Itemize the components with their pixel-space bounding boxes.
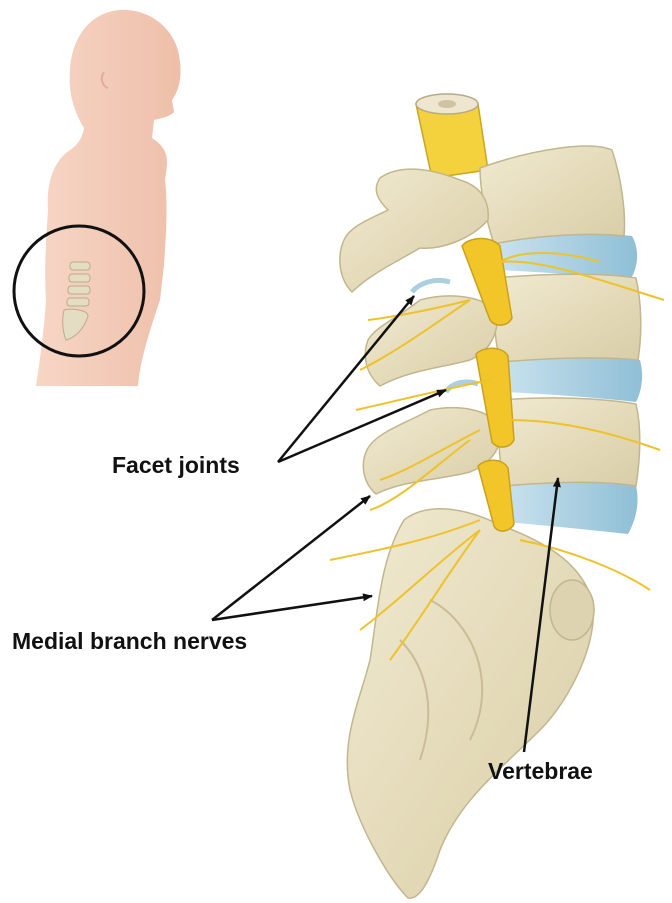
vertebra-body-3 [499,398,640,486]
sacrum [347,509,593,898]
vertebra-body-1 [480,146,625,244]
disc-2 [500,358,642,402]
facet-joints-label: Facet joints [112,452,240,479]
human-silhouette [36,10,181,386]
posterior-element-1 [340,169,488,292]
medial-arrow-1 [212,496,370,620]
medial-branch-nerves-label: Medial branch nerves [12,628,247,655]
disc-3 [504,482,638,534]
vertebrae-label: Vertebrae [488,758,593,785]
spinal-cord [416,94,488,178]
vertebra-body-2 [493,274,641,362]
disc-1 [496,234,637,280]
posterior-element-3 [363,408,501,494]
